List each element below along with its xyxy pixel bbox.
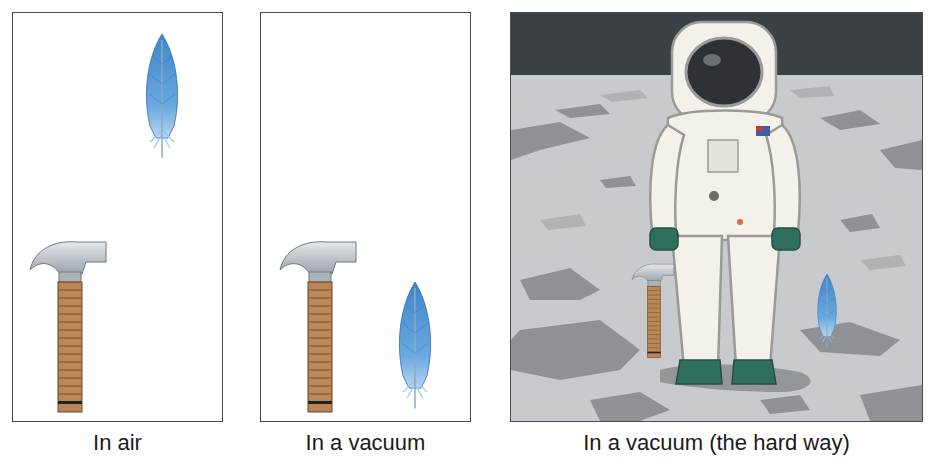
scene-panel: In a vacuum (the hard way) <box>510 12 923 422</box>
panel-caption: In a vacuum (the hard way) <box>583 430 850 455</box>
panel-caption: In a vacuum <box>306 430 426 455</box>
panel-caption: In air <box>93 430 142 455</box>
scene-panel: In air <box>12 12 223 422</box>
scene-panel: In a vacuum <box>260 12 471 422</box>
